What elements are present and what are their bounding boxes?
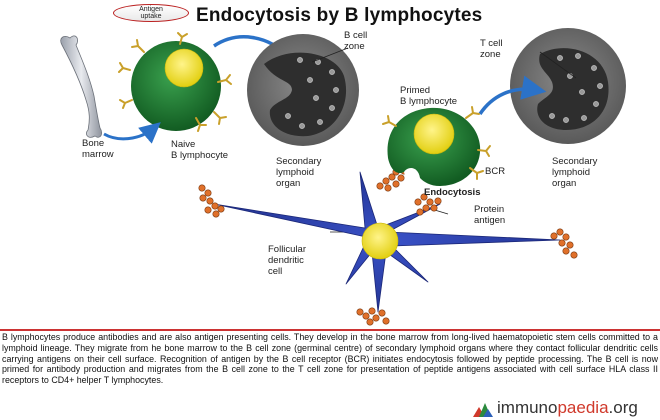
label-endocytosis: Endocytosis: [424, 187, 481, 198]
bone-marrow-icon: [60, 35, 103, 138]
brand-name-part-3: .org: [608, 398, 638, 417]
divider: [0, 329, 660, 331]
label-secondary-lymphoid-left: Secondary lymphoid organ: [276, 156, 324, 189]
antigen-cluster-bottom: [356, 307, 390, 326]
page-title: Endocytosis by B lymphocytes: [196, 5, 483, 26]
description-text: B lymphocytes produce antibodies and are…: [2, 332, 658, 386]
antigen-cluster-left: [198, 184, 225, 218]
arrow-bone-to-naive: [103, 122, 161, 144]
label-t-cell-zone: T cell zone: [480, 38, 505, 60]
label-b-cell-zone: B cell zone: [344, 30, 370, 52]
label-bone-marrow: Bone marrow: [82, 138, 114, 160]
badge-line-2: uptake: [140, 13, 162, 20]
label-secondary-lymphoid-right: Secondary lymphoid organ: [552, 156, 600, 189]
label-naive-b-lymphocyte: Naive B lymphocyte: [171, 139, 228, 161]
naive-b-lymphocyte: [118, 32, 232, 132]
label-bcr: BCR: [485, 166, 505, 177]
brand-name-part-2: paedia: [557, 398, 609, 417]
labels: Bone marrow Naive B lymphocyte B cell zo…: [82, 30, 600, 277]
secondary-lymphoid-organ-right: [510, 28, 626, 144]
antigen-uptake-badge: Antigen uptake: [113, 4, 189, 22]
label-protein-antigen: Protein antigen: [474, 204, 507, 226]
immunopaedia-logo-icon: [473, 403, 493, 417]
secondary-lymphoid-organ-left: [247, 34, 359, 146]
primed-b-lymphocyte: [382, 106, 491, 186]
label-primed-b-lymphocyte: Primed B lymphocyte: [400, 85, 457, 107]
brand-name-part-1: immuno: [497, 398, 558, 417]
follicular-dendritic-cell: [213, 171, 561, 313]
badge-line-1: Antigen: [139, 6, 163, 13]
label-follicular-dendritic-cell: Follicular dendritic cell: [268, 244, 309, 277]
primed-receptors: [382, 106, 491, 180]
arrow-primed-to-t-zone: [478, 75, 547, 115]
naive-receptors: [118, 32, 232, 132]
antigen-cluster-center: [414, 193, 442, 216]
antigen-cluster-right: [550, 228, 578, 259]
